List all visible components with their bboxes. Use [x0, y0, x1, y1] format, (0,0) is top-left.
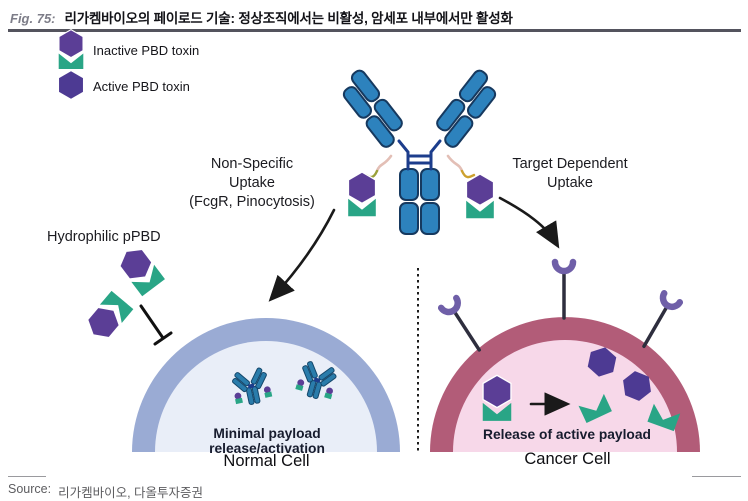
antibody-icon	[342, 69, 497, 235]
header-divider	[8, 29, 741, 32]
source-divider	[8, 476, 46, 477]
source-prefix: Source:	[8, 482, 52, 496]
hydrophilic-ppbd-icon	[81, 242, 166, 345]
linker-icon	[364, 154, 476, 179]
normal-cell-label: Normal Cell	[223, 452, 310, 470]
target-dependent-uptake-arrow	[498, 196, 560, 249]
legend-label-active: Active PBD toxin	[93, 79, 190, 94]
inhibition-icon	[139, 304, 173, 346]
source-line: Source: 리가켐바이오, 다올투자증권	[8, 482, 203, 501]
inactive-pbd-toxin-icon	[58, 29, 84, 70]
payload-release-icons	[482, 344, 681, 432]
label-non-specific-uptake: Non-Specific Uptake (FcgR, Pinocytosis)	[189, 156, 315, 210]
figure-header: Fig. 75: 리가켐바이오의 페이로드 기술: 정상조직에서는 비활성, 암…	[10, 7, 513, 27]
cancer-cell-caption: Release of active payload	[483, 427, 651, 442]
cancer-cell-label: Cancer Cell	[524, 450, 611, 468]
label-target-dependent-uptake: Target Dependent Uptake	[512, 156, 628, 191]
bottom-right-divider	[692, 476, 741, 477]
source-text: 리가켐바이오, 다올투자증권	[58, 486, 204, 500]
non-specific-uptake-arrow	[268, 208, 336, 302]
legend-label-inactive: Inactive PBD toxin	[93, 43, 200, 58]
figure-number: Fig. 75:	[10, 11, 56, 26]
label-hydrophilic-ppbd: Hydrophilic pPBD	[47, 229, 161, 245]
active-pbd-toxin-icon	[59, 71, 83, 99]
figure-title: 리가켐바이오의 페이로드 기술: 정상조직에서는 비활성, 암세포 내부에서만 …	[64, 11, 513, 26]
normal-cell-caption: Minimal payload release/activation	[209, 426, 325, 456]
